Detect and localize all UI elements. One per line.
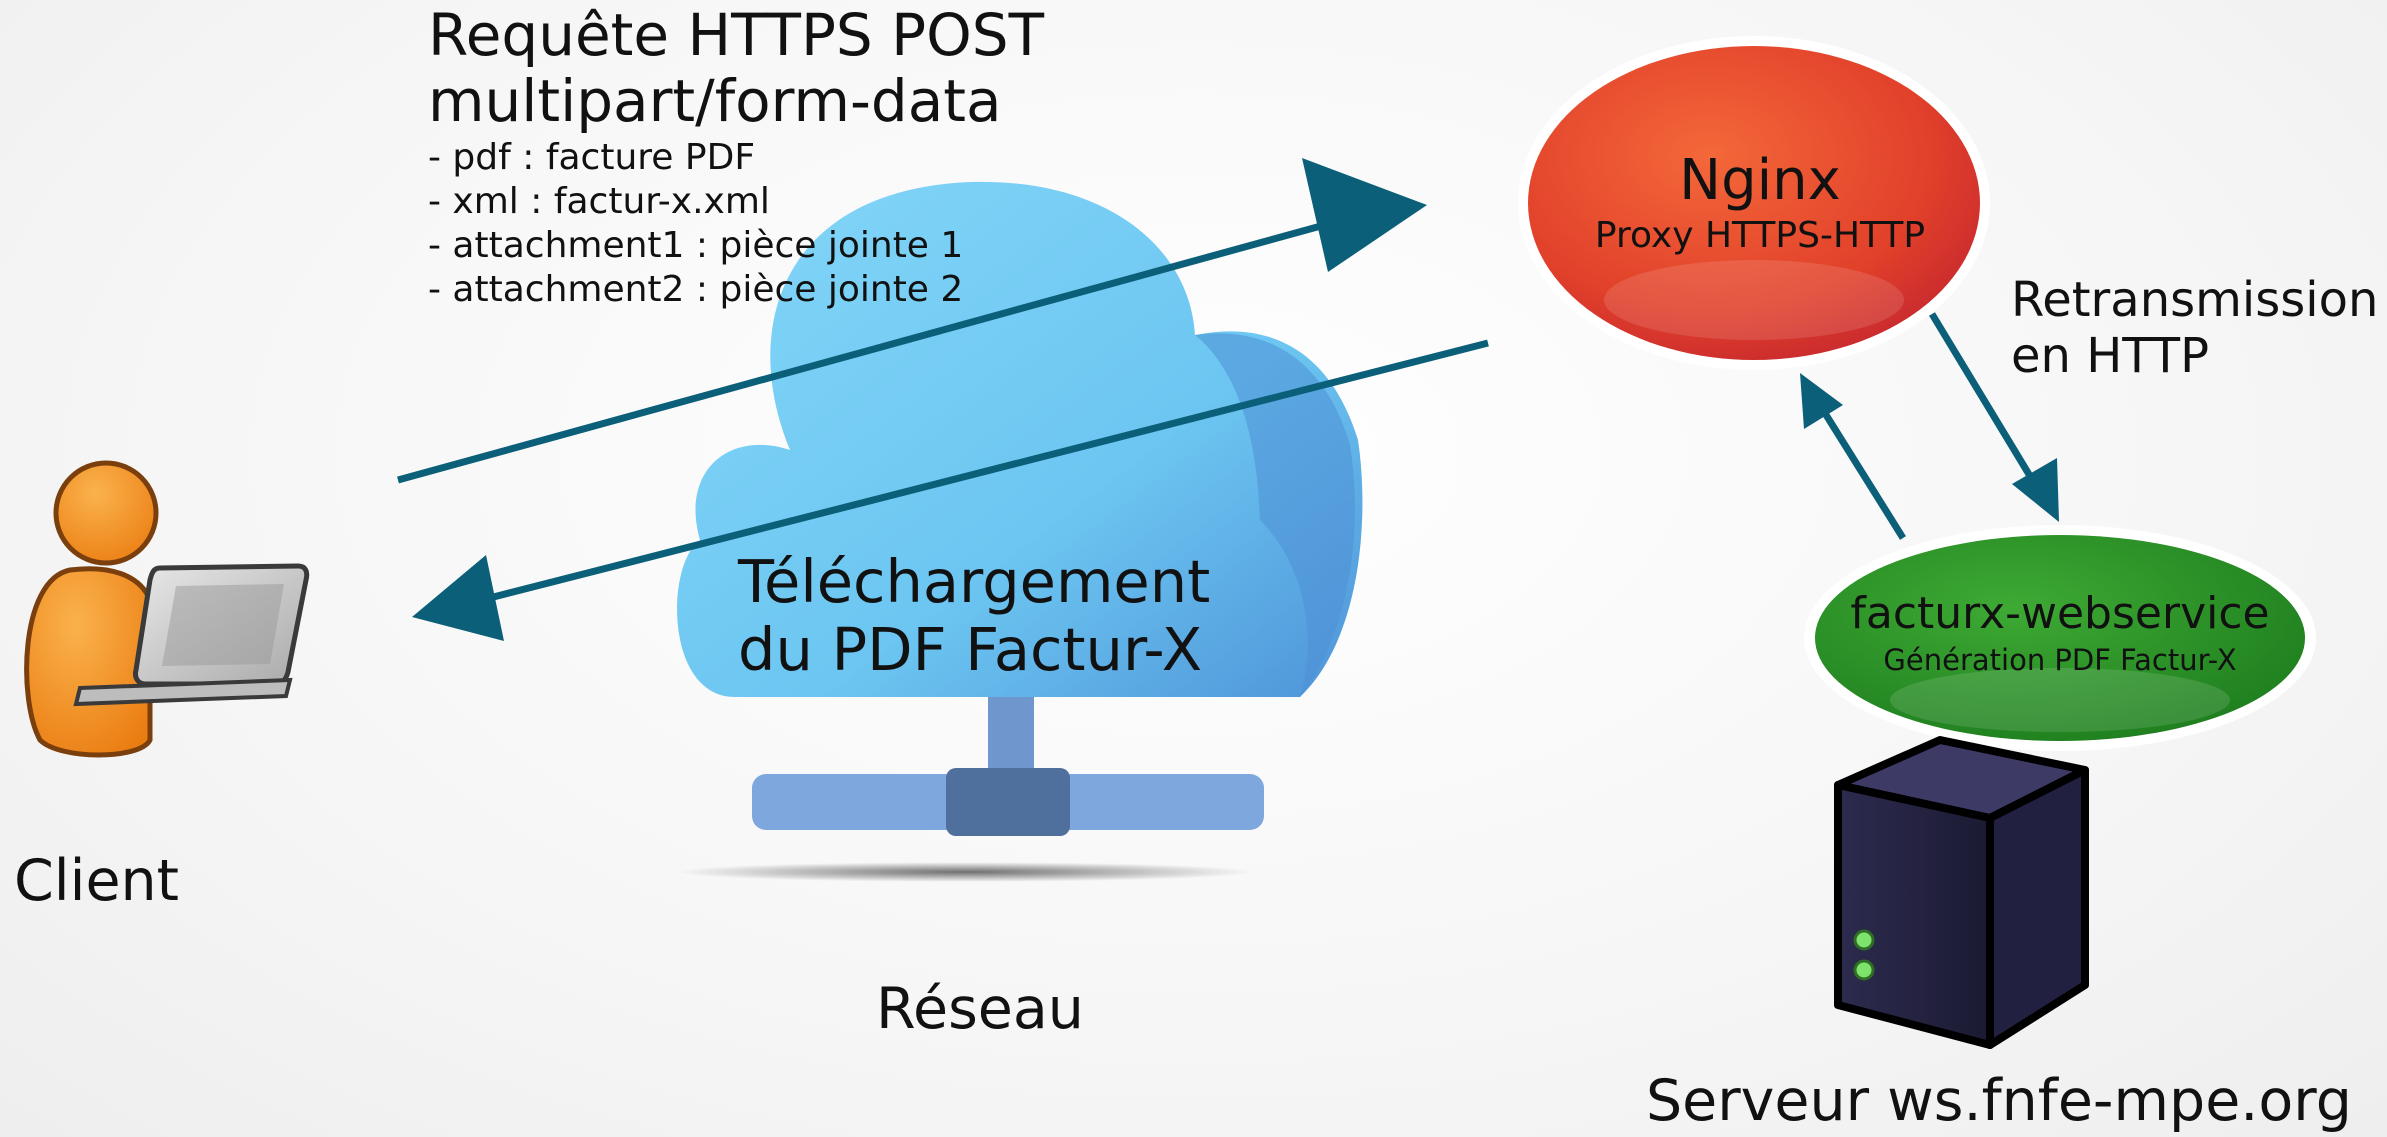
network-caption: Réseau bbox=[876, 976, 1084, 1042]
user-laptop-icon bbox=[24, 460, 310, 758]
request-title: Requête HTTPS POST multipart/form-data bbox=[428, 2, 1044, 134]
cloud-label-line2: du PDF Factur-X bbox=[738, 615, 1203, 684]
webservice-subtitle: Génération PDF Factur-X bbox=[1883, 643, 2237, 677]
retransmission-label: Retransmission en HTTP bbox=[2011, 272, 2378, 384]
server-icon bbox=[1834, 736, 2089, 1049]
request-field: - attachment2 : pièce jointe 2 bbox=[428, 269, 964, 310]
webservice-title: facturx-webservice bbox=[1850, 588, 2270, 639]
response-arrow bbox=[412, 339, 1489, 641]
forward-arrow bbox=[1929, 312, 2059, 522]
request-field: - attachment1 : pièce jointe 1 bbox=[428, 225, 964, 266]
nginx-node bbox=[1518, 36, 1990, 370]
request-field: - xml : factur-x.xml bbox=[428, 181, 770, 222]
network-cloud-icon bbox=[675, 181, 1363, 882]
cloud-label: Téléchargement du PDF Factur-X bbox=[738, 548, 1210, 684]
request-fields-list: - pdf : facture PDF - xml : factur-x.xml… bbox=[428, 136, 963, 312]
nginx-subtitle: Proxy HTTPS-HTTP bbox=[1594, 215, 1926, 256]
server-label: Serveur ws.fnfe-mpe.org bbox=[1646, 1068, 2352, 1134]
retransmission-line2: en HTTP bbox=[2011, 328, 2210, 384]
cloud-label-line1: Téléchargement bbox=[738, 547, 1211, 616]
request-title-line1: Requête HTTPS POST bbox=[428, 1, 1045, 69]
return-arrow bbox=[1800, 373, 1906, 540]
request-field: - pdf : facture PDF bbox=[428, 137, 756, 178]
webservice-node bbox=[1804, 525, 2316, 751]
retransmission-line1: Retransmission bbox=[2011, 272, 2379, 328]
request-title-line2: multipart/form-data bbox=[428, 67, 1002, 135]
request-arrow bbox=[397, 158, 1427, 484]
nginx-title: Nginx bbox=[1679, 148, 1841, 213]
client-label: Client bbox=[14, 848, 180, 914]
